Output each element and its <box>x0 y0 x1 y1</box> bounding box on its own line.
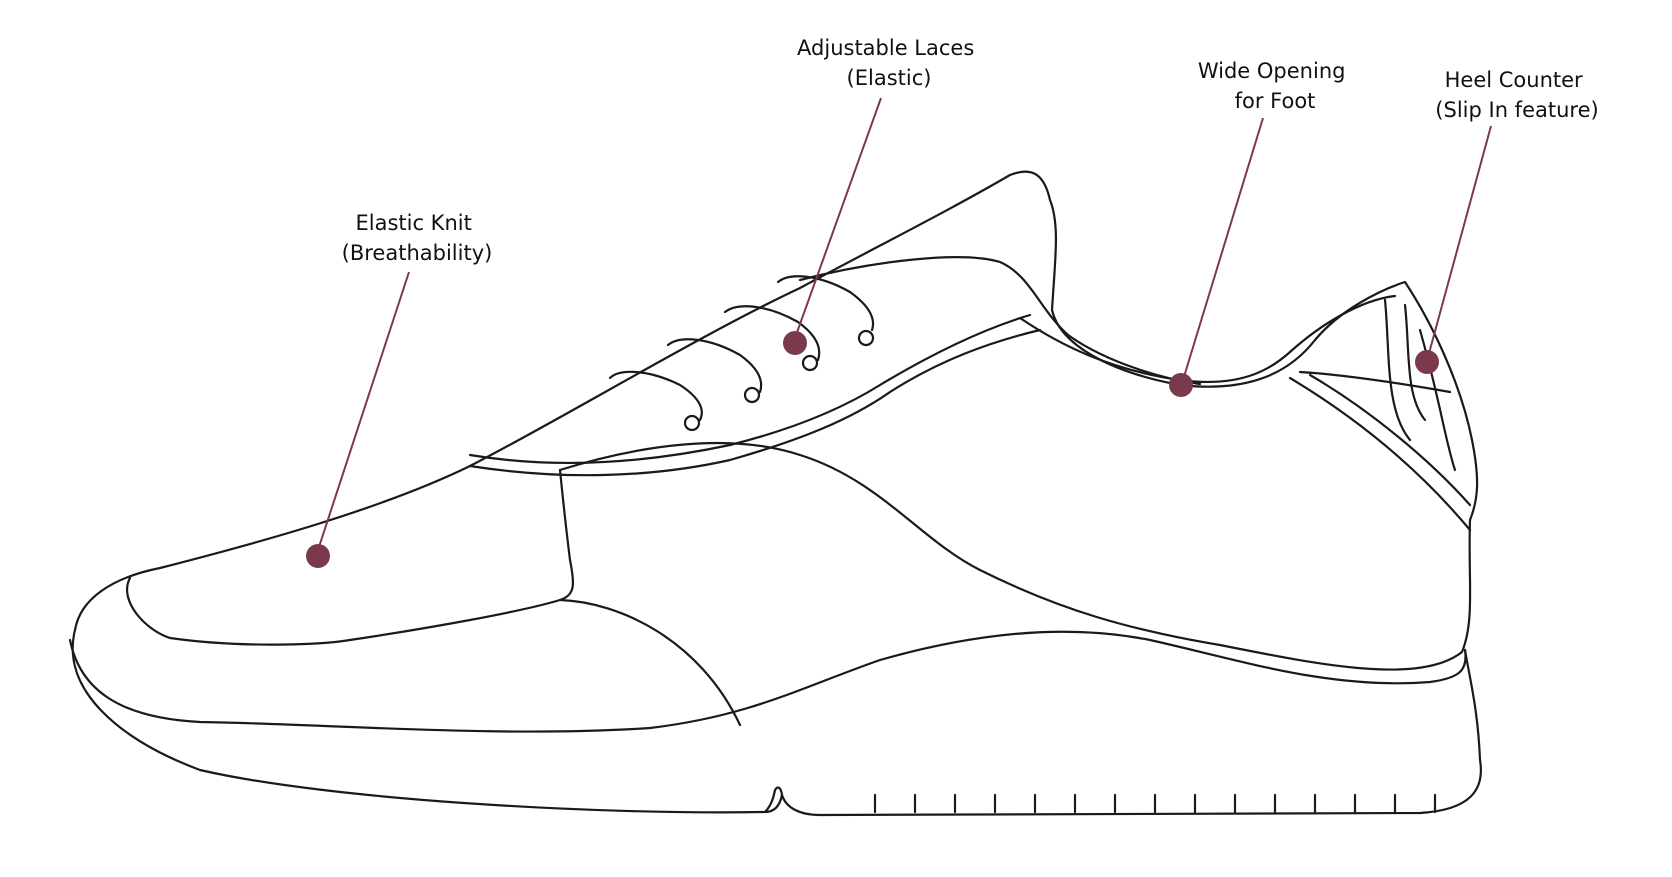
collar-top <box>798 256 1202 386</box>
eyelet-stay-1 <box>608 370 703 422</box>
sole-outline <box>71 628 1482 817</box>
eyelet <box>743 386 761 404</box>
toe-inner <box>126 468 575 646</box>
callout-dot <box>1415 350 1439 374</box>
annotation-elastic-knit: Elastic Knit (Breathability) <box>306 211 492 568</box>
svg-text:Wide Opening for Foot: Wide Opening for Foot <box>1198 59 1352 113</box>
side-panel <box>558 441 1472 671</box>
leader-line <box>1182 117 1264 381</box>
annotation-sublabel: for Foot <box>1235 89 1316 113</box>
annotation-sublabel: (Elastic) <box>847 66 932 90</box>
eyelet <box>857 329 875 347</box>
annotation-label: Heel Counter <box>1445 68 1583 92</box>
svg-text:Heel Counter (Slip In fe: Heel Counter (Slip In feature) <box>1435 68 1598 122</box>
vamp-seam <box>558 598 742 727</box>
tongue-edge-2 <box>468 328 1042 477</box>
svg-text:Adjustable Laces (Elasti: Adjustable Laces (Elastic) <box>797 36 981 90</box>
annotation-heel: Heel Counter (Slip In feature) <box>1415 68 1599 374</box>
annotation-label: Elastic Knit <box>355 211 471 235</box>
tongue-edge-1 <box>468 313 1032 465</box>
svg-text:Elastic Knit (Breathabil: Elastic Knit (Breathability) <box>342 211 493 265</box>
sole-notch <box>763 786 784 814</box>
leader-line <box>1427 125 1492 358</box>
callout-dot <box>1169 373 1193 397</box>
eyelet <box>683 414 701 432</box>
annotation-label: Wide Opening <box>1198 59 1346 83</box>
callout-dot <box>783 331 807 355</box>
annotation-sublabel: (Slip In feature) <box>1435 98 1598 122</box>
heel-overlay <box>1288 298 1472 532</box>
midsole-line <box>68 630 1467 733</box>
annotation-opening: Wide Opening for Foot <box>1169 59 1352 397</box>
collar-inner <box>1018 294 1397 384</box>
annotation-sublabel: (Breathability) <box>342 241 493 265</box>
eyelet-stay-3 <box>723 305 821 362</box>
outsole-treads <box>873 793 1437 814</box>
annotation-laces: Adjustable Laces (Elastic) <box>783 36 981 355</box>
eyelet <box>801 354 819 372</box>
eyelets <box>683 329 875 432</box>
collar-outer <box>468 170 1479 522</box>
eyelet-stay-4 <box>776 275 875 332</box>
annotation-label: Adjustable Laces <box>797 36 974 60</box>
toe-cap <box>73 464 472 632</box>
callout-dot <box>306 544 330 568</box>
leader-line <box>317 271 410 551</box>
eyelet-stay-2 <box>666 338 763 394</box>
leader-line <box>794 97 882 339</box>
shoe-illustration <box>68 170 1482 817</box>
